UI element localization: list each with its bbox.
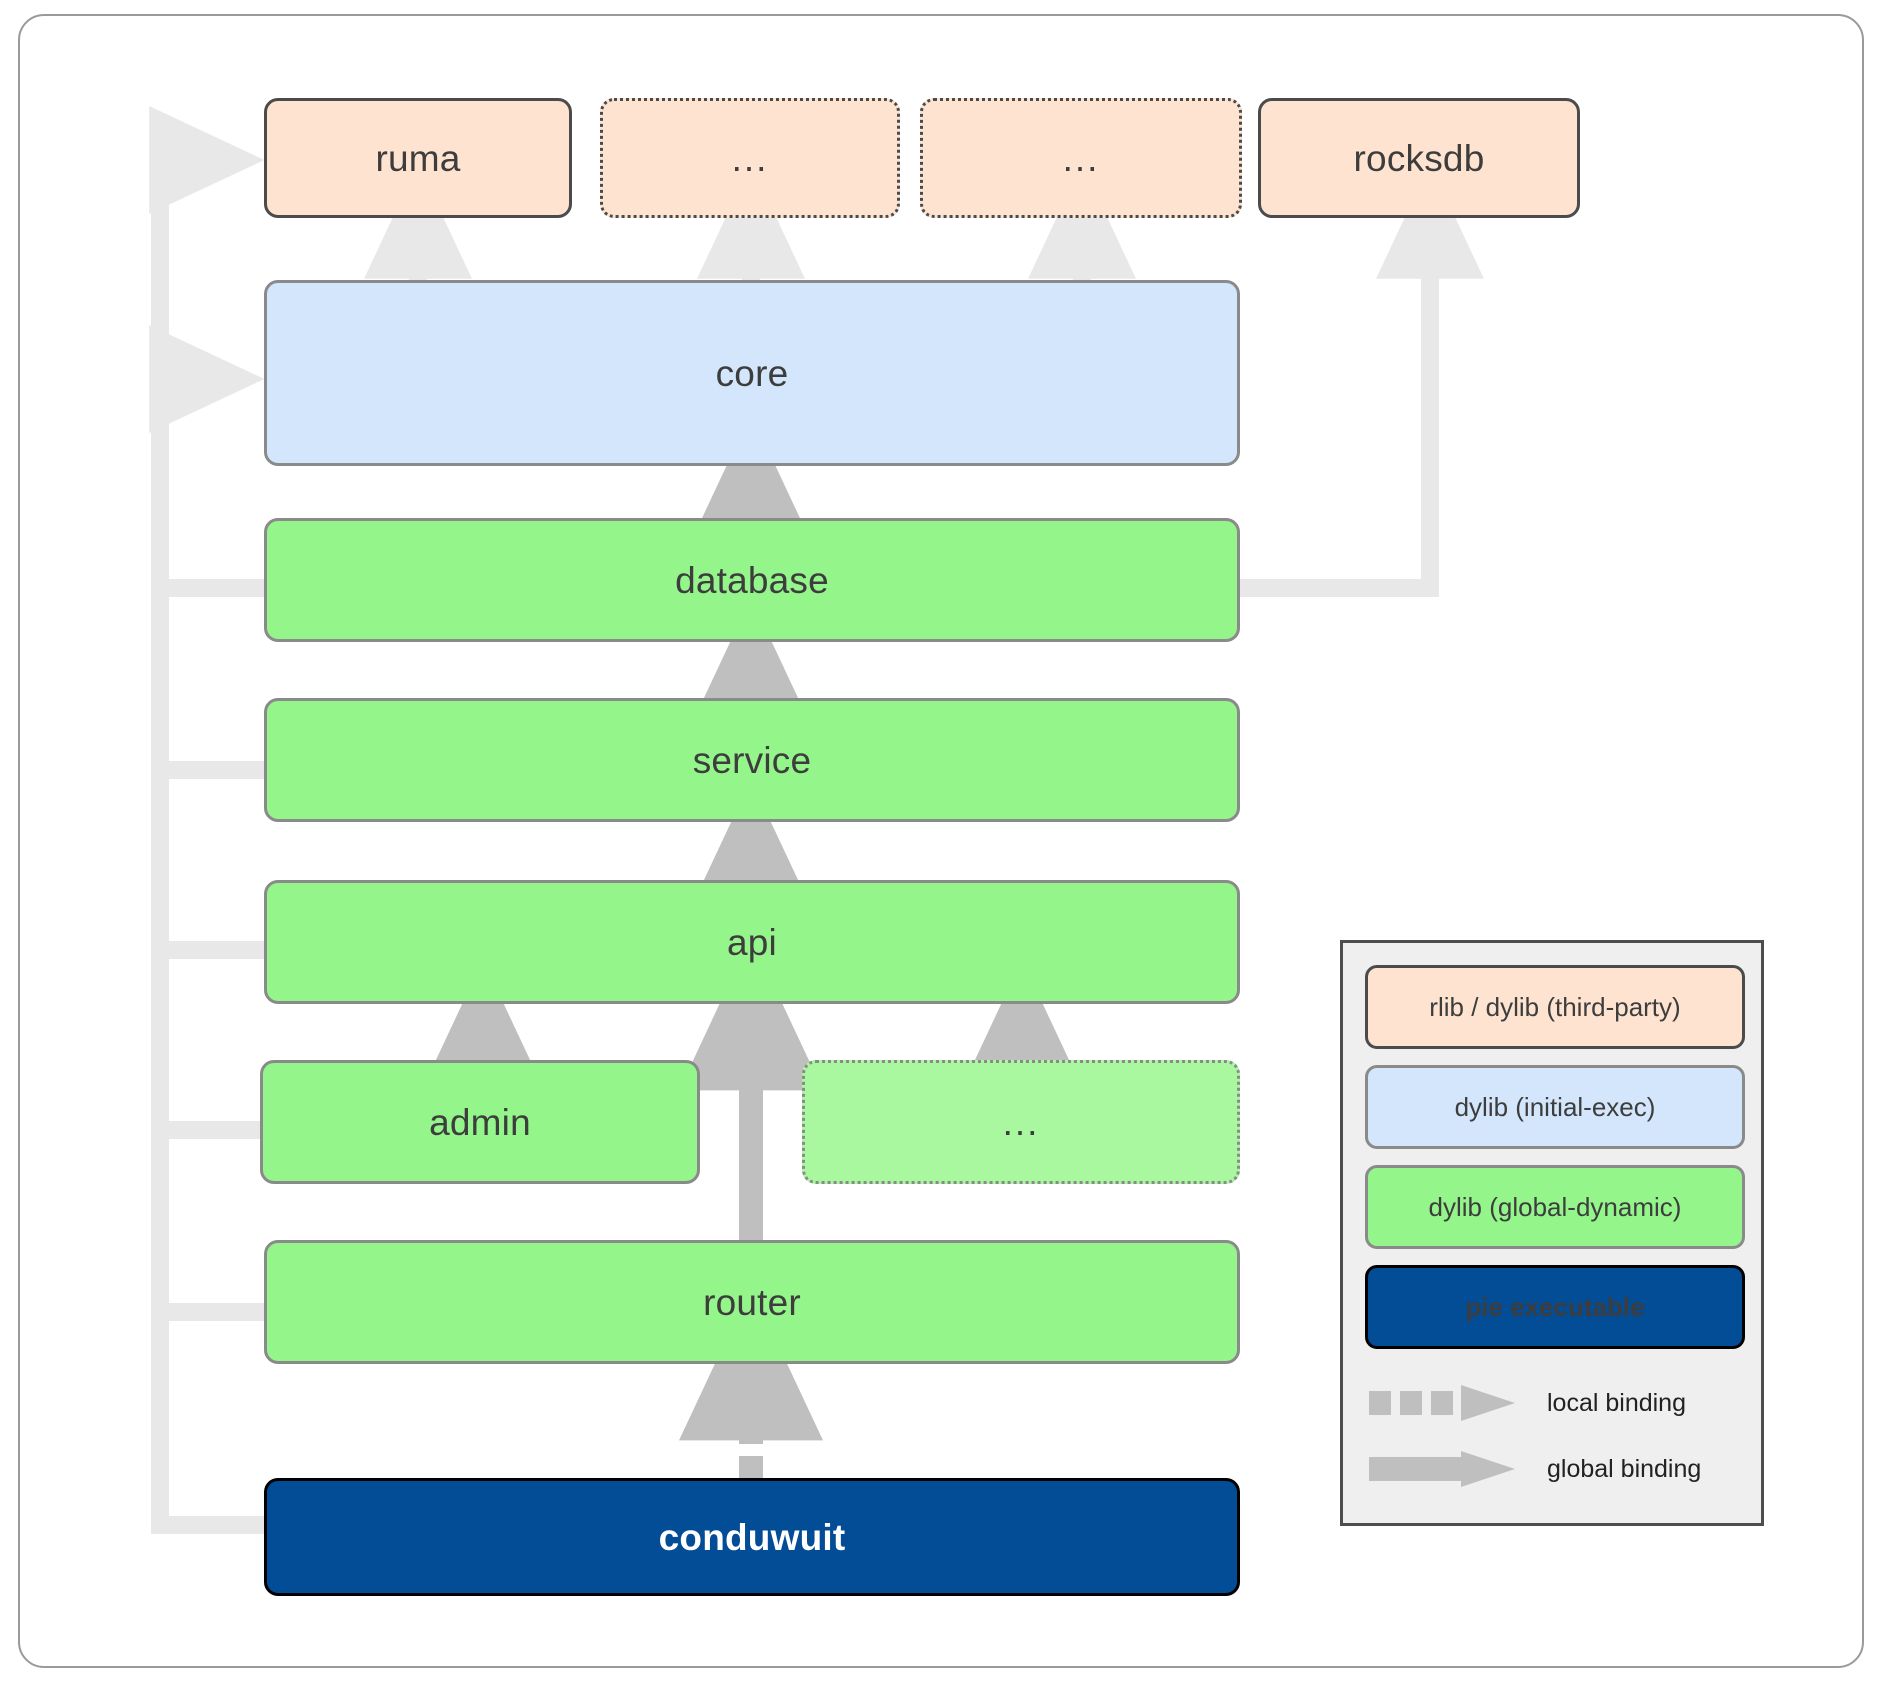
node-admin[interactable]: admin <box>260 1060 700 1184</box>
node-conduwuit[interactable]: conduwuit <box>264 1478 1240 1596</box>
legend-row-label: local binding <box>1547 1388 1686 1417</box>
node-api[interactable]: api <box>264 880 1240 1004</box>
legend-chip-label: dylib (global-dynamic) <box>1428 1191 1682 1222</box>
node-etc-top-1[interactable]: ... <box>600 98 900 218</box>
node-label: admin <box>429 1101 531 1143</box>
node-label: router <box>703 1281 801 1323</box>
legend-chip-pie-executable: pie executable <box>1365 1265 1745 1349</box>
local-binding-arrow-icon <box>1365 1381 1525 1425</box>
node-label: api <box>727 921 777 963</box>
node-database[interactable]: database <box>264 518 1240 642</box>
legend-chip-label: rlib / dylib (third-party) <box>1429 991 1681 1022</box>
legend-row-global-binding: global binding <box>1365 1443 1745 1495</box>
node-label: conduwuit <box>658 1516 846 1558</box>
node-label: ... <box>1062 137 1100 179</box>
legend-chip-initial-exec: dylib (initial-exec) <box>1365 1065 1745 1149</box>
node-etc-admin[interactable]: ... <box>802 1060 1240 1184</box>
global-binding-arrow-icon <box>1365 1447 1525 1491</box>
legend-chip-label: pie executable <box>1465 1291 1645 1322</box>
node-label: database <box>675 559 829 601</box>
node-service[interactable]: service <box>264 698 1240 822</box>
legend-chip-global-dynamic: dylib (global-dynamic) <box>1365 1165 1745 1249</box>
node-label: service <box>692 739 812 781</box>
node-label: ... <box>731 137 769 179</box>
legend-row-local-binding: local binding <box>1365 1377 1745 1429</box>
node-core[interactable]: core <box>264 280 1240 466</box>
node-label: core <box>715 352 789 394</box>
legend-chip-third-party: rlib / dylib (third-party) <box>1365 965 1745 1049</box>
node-etc-top-2[interactable]: ... <box>920 98 1242 218</box>
node-ruma[interactable]: ruma <box>264 98 572 218</box>
node-label: rocksdb <box>1353 137 1485 179</box>
legend-row-label: global binding <box>1547 1454 1702 1483</box>
legend-chip-label: dylib (initial-exec) <box>1454 1091 1656 1122</box>
node-router[interactable]: router <box>264 1240 1240 1364</box>
legend-panel: rlib / dylib (third-party) dylib (initia… <box>1340 940 1764 1526</box>
node-label: ... <box>1002 1101 1040 1143</box>
node-label: ruma <box>375 137 461 179</box>
node-rocksdb[interactable]: rocksdb <box>1258 98 1580 218</box>
